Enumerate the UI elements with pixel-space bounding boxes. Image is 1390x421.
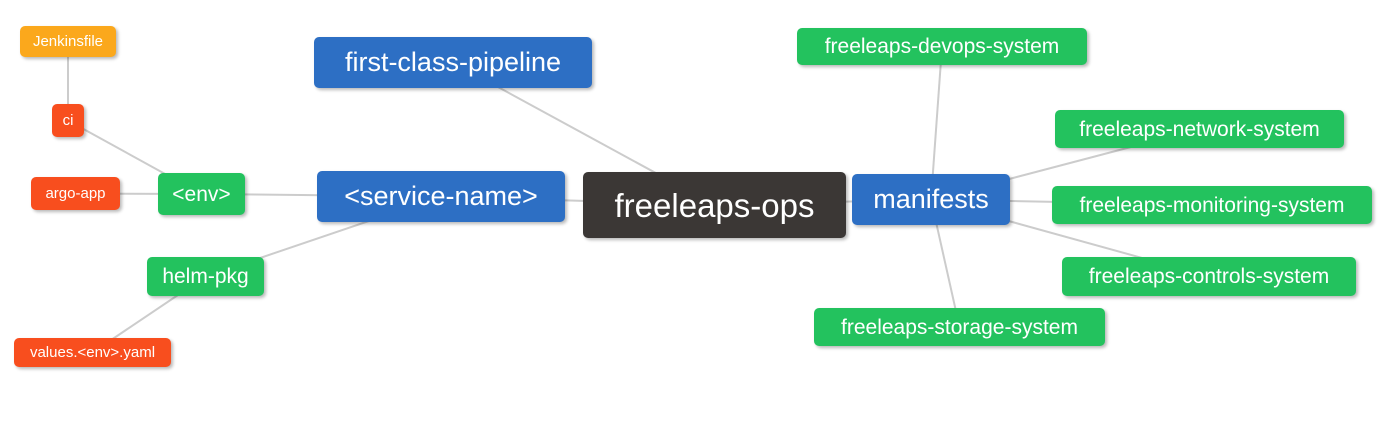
mindmap-node-service-name[interactable]: <service-name>	[317, 171, 565, 222]
mindmap-node-env[interactable]: <env>	[158, 173, 245, 215]
mindmap-node-freeleaps-controls-system[interactable]: freeleaps-controls-system	[1062, 257, 1356, 296]
mindmap-node-freeleaps-network-system[interactable]: freeleaps-network-system	[1055, 110, 1344, 148]
mindmap-node-freeleaps-devops-system[interactable]: freeleaps-devops-system	[797, 28, 1087, 65]
mindmap-node-argo-app[interactable]: argo-app	[31, 177, 120, 210]
mindmap-node-freeleaps-ops[interactable]: freeleaps-ops	[583, 172, 846, 238]
mindmap-node-freeleaps-monitoring-system[interactable]: freeleaps-monitoring-system	[1052, 186, 1372, 224]
mindmap-node-first-class-pipeline[interactable]: first-class-pipeline	[314, 37, 592, 88]
mindmap-node-values-env-yaml[interactable]: values.<env>.yaml	[14, 338, 171, 367]
mindmap-node-freeleaps-storage-system[interactable]: freeleaps-storage-system	[814, 308, 1105, 346]
mindmap-node-manifests[interactable]: manifests	[852, 174, 1010, 225]
mindmap-node-ci[interactable]: ci	[52, 104, 84, 137]
mindmap-node-jenkinsfile[interactable]: Jenkinsfile	[20, 26, 116, 57]
mindmap-node-helm-pkg[interactable]: helm-pkg	[147, 257, 264, 296]
